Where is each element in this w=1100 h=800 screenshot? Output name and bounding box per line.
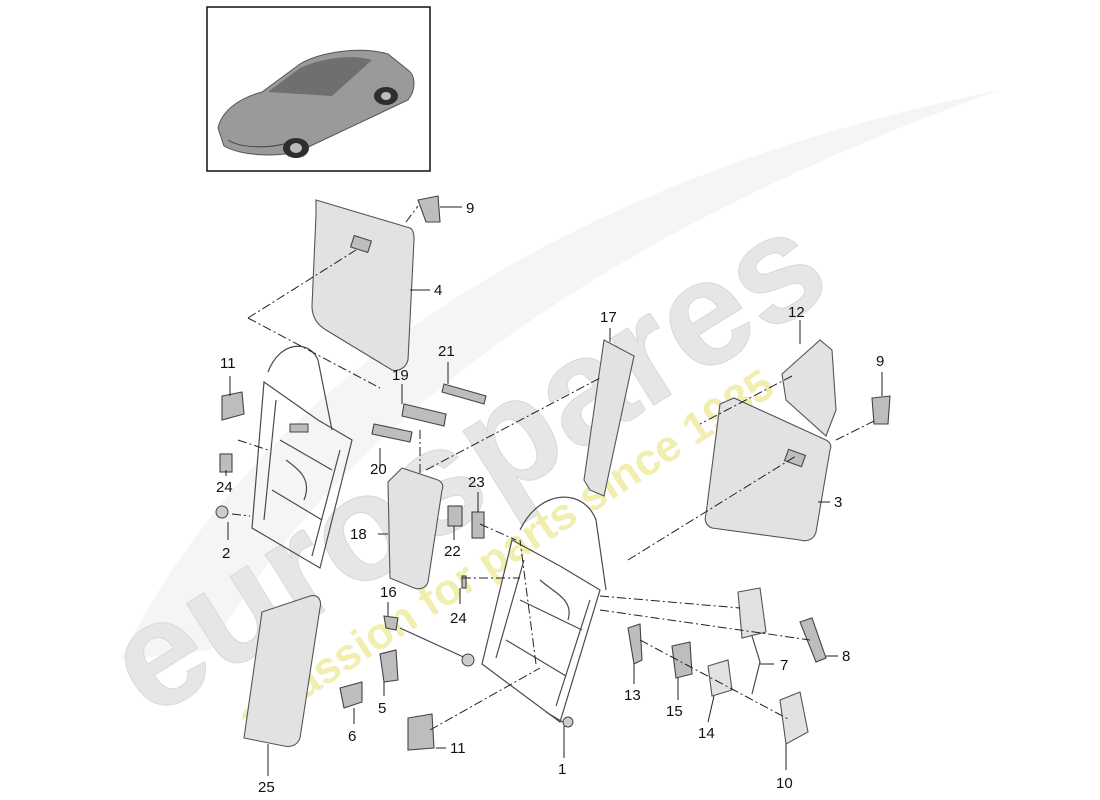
part-4-back-panel — [311, 199, 415, 372]
callout-13: 13 — [624, 687, 641, 704]
callout-1: 1 — [558, 761, 566, 778]
callout-8: 8 — [842, 648, 850, 665]
part-14-plate — [707, 659, 733, 697]
part-11-cap-bottom — [407, 713, 435, 751]
callout-24-left: 24 — [216, 479, 233, 496]
callout-17: 17 — [600, 309, 617, 326]
part-9-clip-top — [417, 195, 441, 223]
part-3-back-panel — [704, 397, 832, 542]
watermark: eurospares a passion for parts since 198… — [77, 90, 1000, 748]
callout-21: 21 — [438, 343, 455, 360]
part-11-cap-left — [221, 391, 245, 421]
part-12-shell — [781, 339, 837, 437]
part-21-pin — [441, 383, 487, 405]
callout-11-bottom: 11 — [450, 740, 466, 757]
callout-16: 16 — [380, 584, 397, 601]
part-16-clip — [383, 615, 399, 631]
callout-6: 6 — [348, 728, 356, 745]
part-17-side-strip — [583, 339, 635, 497]
part-9-clip-right — [871, 395, 891, 425]
callout-18: 18 — [350, 526, 367, 543]
callout-14: 14 — [698, 725, 715, 742]
left-seat-frame — [215, 345, 353, 569]
dash-lines — [231, 205, 877, 731]
part-19-bracket — [401, 403, 447, 427]
callout-20: 20 — [370, 461, 387, 478]
part-15-latch — [671, 641, 693, 679]
callout-15: 15 — [666, 703, 683, 720]
rod — [399, 627, 471, 661]
part-13-lever — [627, 623, 643, 665]
callout-25: 25 — [258, 779, 275, 796]
part-6-bracket — [339, 681, 363, 709]
part-24-small-right — [461, 575, 467, 589]
callout-9-top: 9 — [466, 200, 474, 217]
car-icon — [217, 49, 415, 158]
part-7-mechanism — [737, 587, 767, 639]
callout-12: 12 — [788, 304, 805, 321]
callout-labels: 1 2 3 4 5 6 7 8 9 9 10 11 11 12 13 14 15… — [216, 200, 884, 796]
callout-4: 4 — [434, 282, 442, 299]
callout-5: 5 — [378, 700, 386, 717]
callout-19: 19 — [392, 367, 409, 384]
part-5-bracket — [379, 649, 399, 683]
parts — [215, 195, 891, 751]
watermark-swoosh — [120, 90, 1000, 660]
part-4-panel-slot — [349, 234, 373, 254]
callout-11-left: 11 — [220, 355, 236, 372]
callout-7: 7 — [780, 657, 788, 674]
part-22-small — [447, 505, 463, 527]
callout-23: 23 — [468, 474, 485, 491]
callout-2: 2 — [222, 545, 230, 562]
part-8-bracket — [799, 617, 827, 663]
part-18-cushion — [387, 467, 444, 590]
callout-10: 10 — [776, 775, 793, 792]
callout-9-right: 9 — [876, 353, 884, 370]
part-20-bracket — [371, 423, 413, 443]
leader-lines — [225, 206, 883, 776]
callout-22: 22 — [444, 543, 461, 560]
part-25-side-cushion — [243, 595, 322, 748]
part-24-small-left — [219, 453, 233, 473]
part-3-panel-slot — [783, 448, 807, 468]
right-seat-frame — [399, 496, 607, 728]
callout-24-right: 24 — [450, 610, 467, 627]
vehicle-thumbnail — [206, 6, 431, 172]
callout-3: 3 — [834, 494, 842, 511]
part-10-bracket — [779, 691, 809, 745]
